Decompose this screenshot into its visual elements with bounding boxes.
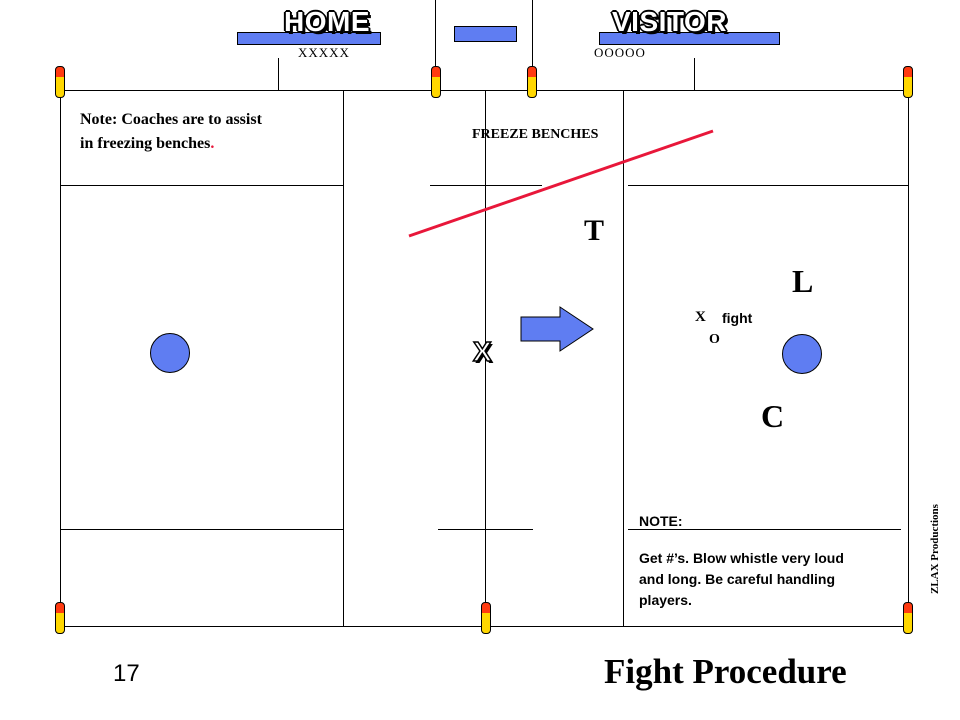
restraining-line-left bbox=[343, 90, 344, 627]
midfield-line bbox=[485, 90, 486, 627]
wing-line-bottom-right bbox=[628, 529, 901, 530]
sideline-top bbox=[60, 90, 908, 91]
goal-circle-left bbox=[150, 333, 190, 373]
coaches-note: Note: Coaches are to assist in freezing … bbox=[80, 108, 340, 156]
official-note-line3: players. bbox=[639, 592, 692, 608]
fight-x: X bbox=[695, 309, 706, 325]
freeze-benches-label: FREEZE BENCHES bbox=[472, 127, 599, 142]
official-note-line2: and long. Be careful handling bbox=[639, 571, 836, 587]
table-bench bbox=[454, 26, 517, 42]
wing-line-top-center bbox=[430, 185, 542, 186]
pylon-top-left bbox=[55, 66, 65, 98]
visitor-roster: OOOOO bbox=[594, 45, 646, 60]
credit-text: ZLAX Productions bbox=[929, 504, 941, 594]
pylon-top-mid-right bbox=[527, 66, 537, 98]
coaches-note-line2: in freezing benches. bbox=[80, 135, 215, 152]
trail-official-t: T bbox=[584, 214, 605, 247]
home-bench bbox=[237, 32, 381, 45]
table-divider-left bbox=[435, 0, 436, 68]
fight-label: fight bbox=[722, 310, 753, 326]
official-note: NOTE: Get #’s. Blow whistle very loud an… bbox=[639, 511, 844, 611]
visitor-bench-tick bbox=[694, 58, 695, 90]
center-official-c: C bbox=[761, 398, 785, 434]
visitor-bench bbox=[599, 32, 780, 45]
faceoff-x: X bbox=[472, 335, 492, 368]
lead-official-l: L bbox=[792, 263, 814, 299]
pylon-top-right bbox=[903, 66, 913, 98]
restraining-line-right bbox=[623, 90, 624, 627]
coaches-note-line1: Note: Coaches are to assist bbox=[80, 111, 262, 128]
endline-left bbox=[60, 90, 61, 627]
pylon-bottom-right bbox=[903, 602, 913, 634]
visitor-label: VISITOR bbox=[612, 6, 728, 37]
page-number: 17 bbox=[113, 660, 140, 687]
slide-title: Fight Procedure bbox=[604, 652, 847, 691]
wing-line-top-left bbox=[60, 185, 343, 186]
official-note-title: NOTE: bbox=[639, 513, 683, 529]
home-bench-tick bbox=[278, 58, 279, 90]
fight-o: O bbox=[709, 332, 720, 347]
official-note-line1: Get #’s. Blow whistle very loud bbox=[639, 550, 844, 566]
wing-line-top-right bbox=[628, 185, 908, 186]
goal-circle-right bbox=[782, 334, 822, 374]
home-roster: XXXXX bbox=[298, 45, 350, 60]
wing-line-bottom-center bbox=[438, 529, 533, 530]
table-divider-right bbox=[532, 0, 533, 68]
pylon-bottom-center bbox=[481, 602, 491, 634]
wing-line-bottom-left bbox=[60, 529, 343, 530]
home-label: HOME bbox=[284, 6, 370, 37]
direction-arrow-icon bbox=[520, 306, 594, 352]
endline-right bbox=[908, 90, 909, 627]
pylon-top-mid-left bbox=[431, 66, 441, 98]
pylon-bottom-left bbox=[55, 602, 65, 634]
